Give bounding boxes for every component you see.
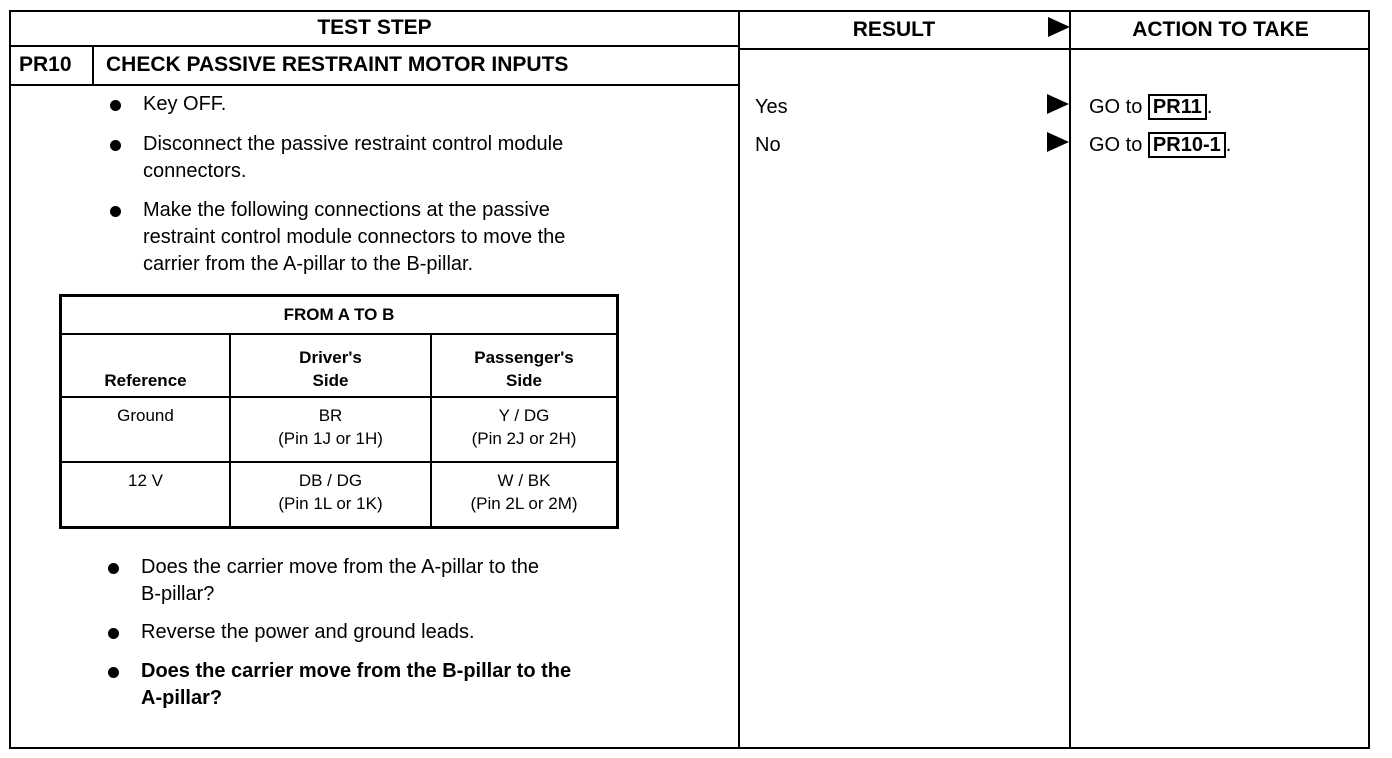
step-reference-link[interactable]: PR11 <box>1147 94 1207 120</box>
bullet-text: A-pillar? <box>141 687 223 709</box>
bullet-text: Key OFF. <box>143 93 227 115</box>
table-row: 12 V DB / DG (Pin 1L or 1K) W / BK (Pin … <box>59 461 619 529</box>
bullet-disconnect: Disconnect the passive restraint control… <box>110 131 564 185</box>
step-code: PR10 <box>19 53 72 76</box>
action-suffix: . <box>1206 96 1213 118</box>
action-yes: GO to PR11. <box>1089 94 1212 120</box>
bullet-carrier-a-to-b: Does the carrier move from the A-pillar … <box>108 554 539 608</box>
cell-driver: DB / DG (Pin 1L or 1K) <box>229 461 432 529</box>
cell-wire-color: BR <box>318 406 343 425</box>
test-step-table <box>9 10 1370 749</box>
result-no: No <box>755 134 781 156</box>
bullet-text: Does the carrier move from the B-pillar … <box>141 660 572 682</box>
table-caption: FROM A TO B <box>59 294 619 335</box>
bullet-key-off: Key OFF. <box>110 91 227 118</box>
column-header-passengers-side: Passenger's Side <box>430 333 619 398</box>
bullet-dot-icon <box>110 100 121 111</box>
table-row: Ground BR (Pin 1J or 1H) Y / DG (Pin 2J … <box>59 396 619 463</box>
bullet-text: Reverse the power and ground leads. <box>141 621 475 643</box>
cell-passenger: Y / DG (Pin 2J or 2H) <box>430 396 619 463</box>
action-prefix: GO to <box>1089 134 1143 156</box>
bullet-dot-icon <box>108 667 119 678</box>
step-reference-link[interactable]: PR10-1 <box>1147 132 1226 158</box>
bullet-dot-icon <box>110 206 121 217</box>
action-suffix: . <box>1225 134 1232 156</box>
action-prefix: GO to <box>1089 96 1143 118</box>
column-header-reference: Reference <box>59 333 231 398</box>
header-divider-test-step <box>9 45 740 47</box>
bullet-text: B-pillar? <box>141 583 215 605</box>
header-action-to-take: ACTION TO TAKE <box>1132 18 1309 41</box>
cell-wire-color: W / BK <box>497 471 551 490</box>
action-no: GO to PR10-1. <box>1089 132 1231 158</box>
bullet-dot-icon <box>110 140 121 151</box>
column-header-line: Reference <box>104 371 187 390</box>
cell-reference: Ground <box>59 396 231 463</box>
cell-passenger: W / BK (Pin 2L or 2M) <box>430 461 619 529</box>
cell-wire-color: DB / DG <box>298 471 363 490</box>
header-divider-result-action <box>740 48 1370 50</box>
header-result: RESULT <box>852 18 936 41</box>
column-divider-action <box>1069 10 1071 749</box>
column-header-line: Driver's <box>299 348 362 367</box>
column-header-line: Side <box>506 371 542 390</box>
column-header-drivers-side: Driver's Side <box>229 333 432 398</box>
bullet-text: Disconnect the passive restraint control… <box>143 133 564 155</box>
cell-wire-color: Y / DG <box>498 406 550 425</box>
cell-pin: (Pin 2J or 2H) <box>471 429 577 448</box>
bullet-text: Make the following connections at the pa… <box>143 199 550 221</box>
result-no-arrow-icon <box>1047 132 1069 152</box>
step-title: CHECK PASSIVE RESTRAINT MOTOR INPUTS <box>106 53 569 76</box>
column-divider-result <box>738 10 740 749</box>
column-header-line: Passenger's <box>474 348 574 367</box>
result-yes-arrow-icon <box>1047 94 1069 114</box>
bullet-text: connectors. <box>143 160 247 182</box>
bullet-dot-icon <box>108 563 119 574</box>
cell-reference: 12 V <box>59 461 231 529</box>
bullet-text: carrier from the A-pillar to the B-pilla… <box>143 253 474 275</box>
bullet-carrier-b-to-a: Does the carrier move from the B-pillar … <box>108 658 572 712</box>
cell-pin: (Pin 1L or 1K) <box>278 494 383 513</box>
bullet-dot-icon <box>108 628 119 639</box>
connection-table: FROM A TO B Reference Driver's Side Pass… <box>59 294 619 529</box>
column-header-line: Side <box>312 371 349 390</box>
bullet-text: restraint control module connectors to m… <box>143 226 566 248</box>
bullet-text: Does the carrier move from the A-pillar … <box>141 556 539 578</box>
result-yes: Yes <box>755 96 788 118</box>
cell-pin: (Pin 2L or 2M) <box>470 494 578 513</box>
bullet-reverse-leads: Reverse the power and ground leads. <box>108 619 475 646</box>
cell-pin: (Pin 1J or 1H) <box>278 429 383 448</box>
header-arrow-icon <box>1048 17 1070 37</box>
step-title-divider <box>9 84 740 86</box>
bullet-make-connections: Make the following connections at the pa… <box>110 197 566 278</box>
cell-driver: BR (Pin 1J or 1H) <box>229 396 432 463</box>
step-code-divider <box>92 45 94 86</box>
header-test-step: TEST STEP <box>317 16 432 39</box>
